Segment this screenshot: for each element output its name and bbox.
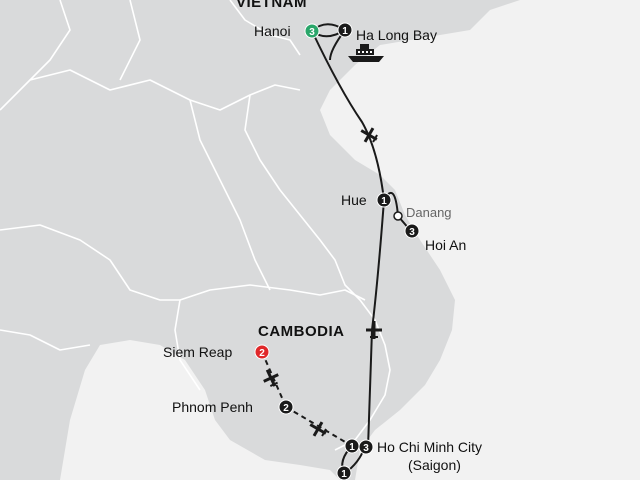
stop-label-hoi-an: Hoi An [425,237,466,253]
gulf-of-thailand [60,340,340,480]
sea-strip-east [500,0,640,60]
stop-label-saigon: (Saigon) [408,457,461,473]
nights-count: 1 [341,469,347,480]
stop-marker-mekong-2: 1 [336,465,352,480]
borders [0,0,391,451]
stop-label-hue: Hue [341,192,367,208]
stop-label-ho-chi-minh-city: Ho Chi Minh City [377,439,482,455]
stop-marker-ha-long-bay: 1 [337,22,353,38]
stop-label-hanoi: Hanoi [254,23,291,39]
nights-count: 1 [349,442,355,453]
nights-count: 3 [363,443,369,454]
stop-marker-hoi-an: 3 [404,223,420,239]
stop-marker-mekong-1: 1 [344,438,360,454]
stop-marker-siem-reap: 2 [254,344,270,360]
stop-label-phnom-penh: Phnom Penh [172,399,253,415]
boat-icon [348,44,384,62]
stop-label-siem-reap: Siem Reap [163,344,232,360]
country-label-vietnam: VIETNAM [236,0,307,11]
country-label-cambodia: CAMBODIA [258,323,345,340]
gulf-of-tonkin [320,0,640,480]
plane-icon [366,321,382,339]
nights-count: 1 [381,196,387,207]
danang-dot [393,211,403,221]
nights-count: 3 [409,227,415,238]
stop-marker-hanoi: 3 [304,23,320,39]
stop-marker-hue: 1 [376,192,392,208]
stop-marker-phnom-penh: 2 [278,399,294,415]
nights-count: 3 [309,27,315,38]
route-hanoi-hue [311,30,385,201]
nights-count: 2 [259,348,265,359]
stop-marker-ho-chi-minh-city: 3 [358,439,374,455]
route-siemreap-phnompenh [261,351,287,408]
place-label-danang: Danang [406,205,452,220]
plane-icon [263,369,279,387]
plane-icon [309,421,327,437]
nights-count: 1 [342,26,348,37]
nights-count: 2 [283,403,289,414]
plane-icon [360,127,378,143]
stop-label-ha-long-bay: Ha Long Bay [356,27,437,43]
